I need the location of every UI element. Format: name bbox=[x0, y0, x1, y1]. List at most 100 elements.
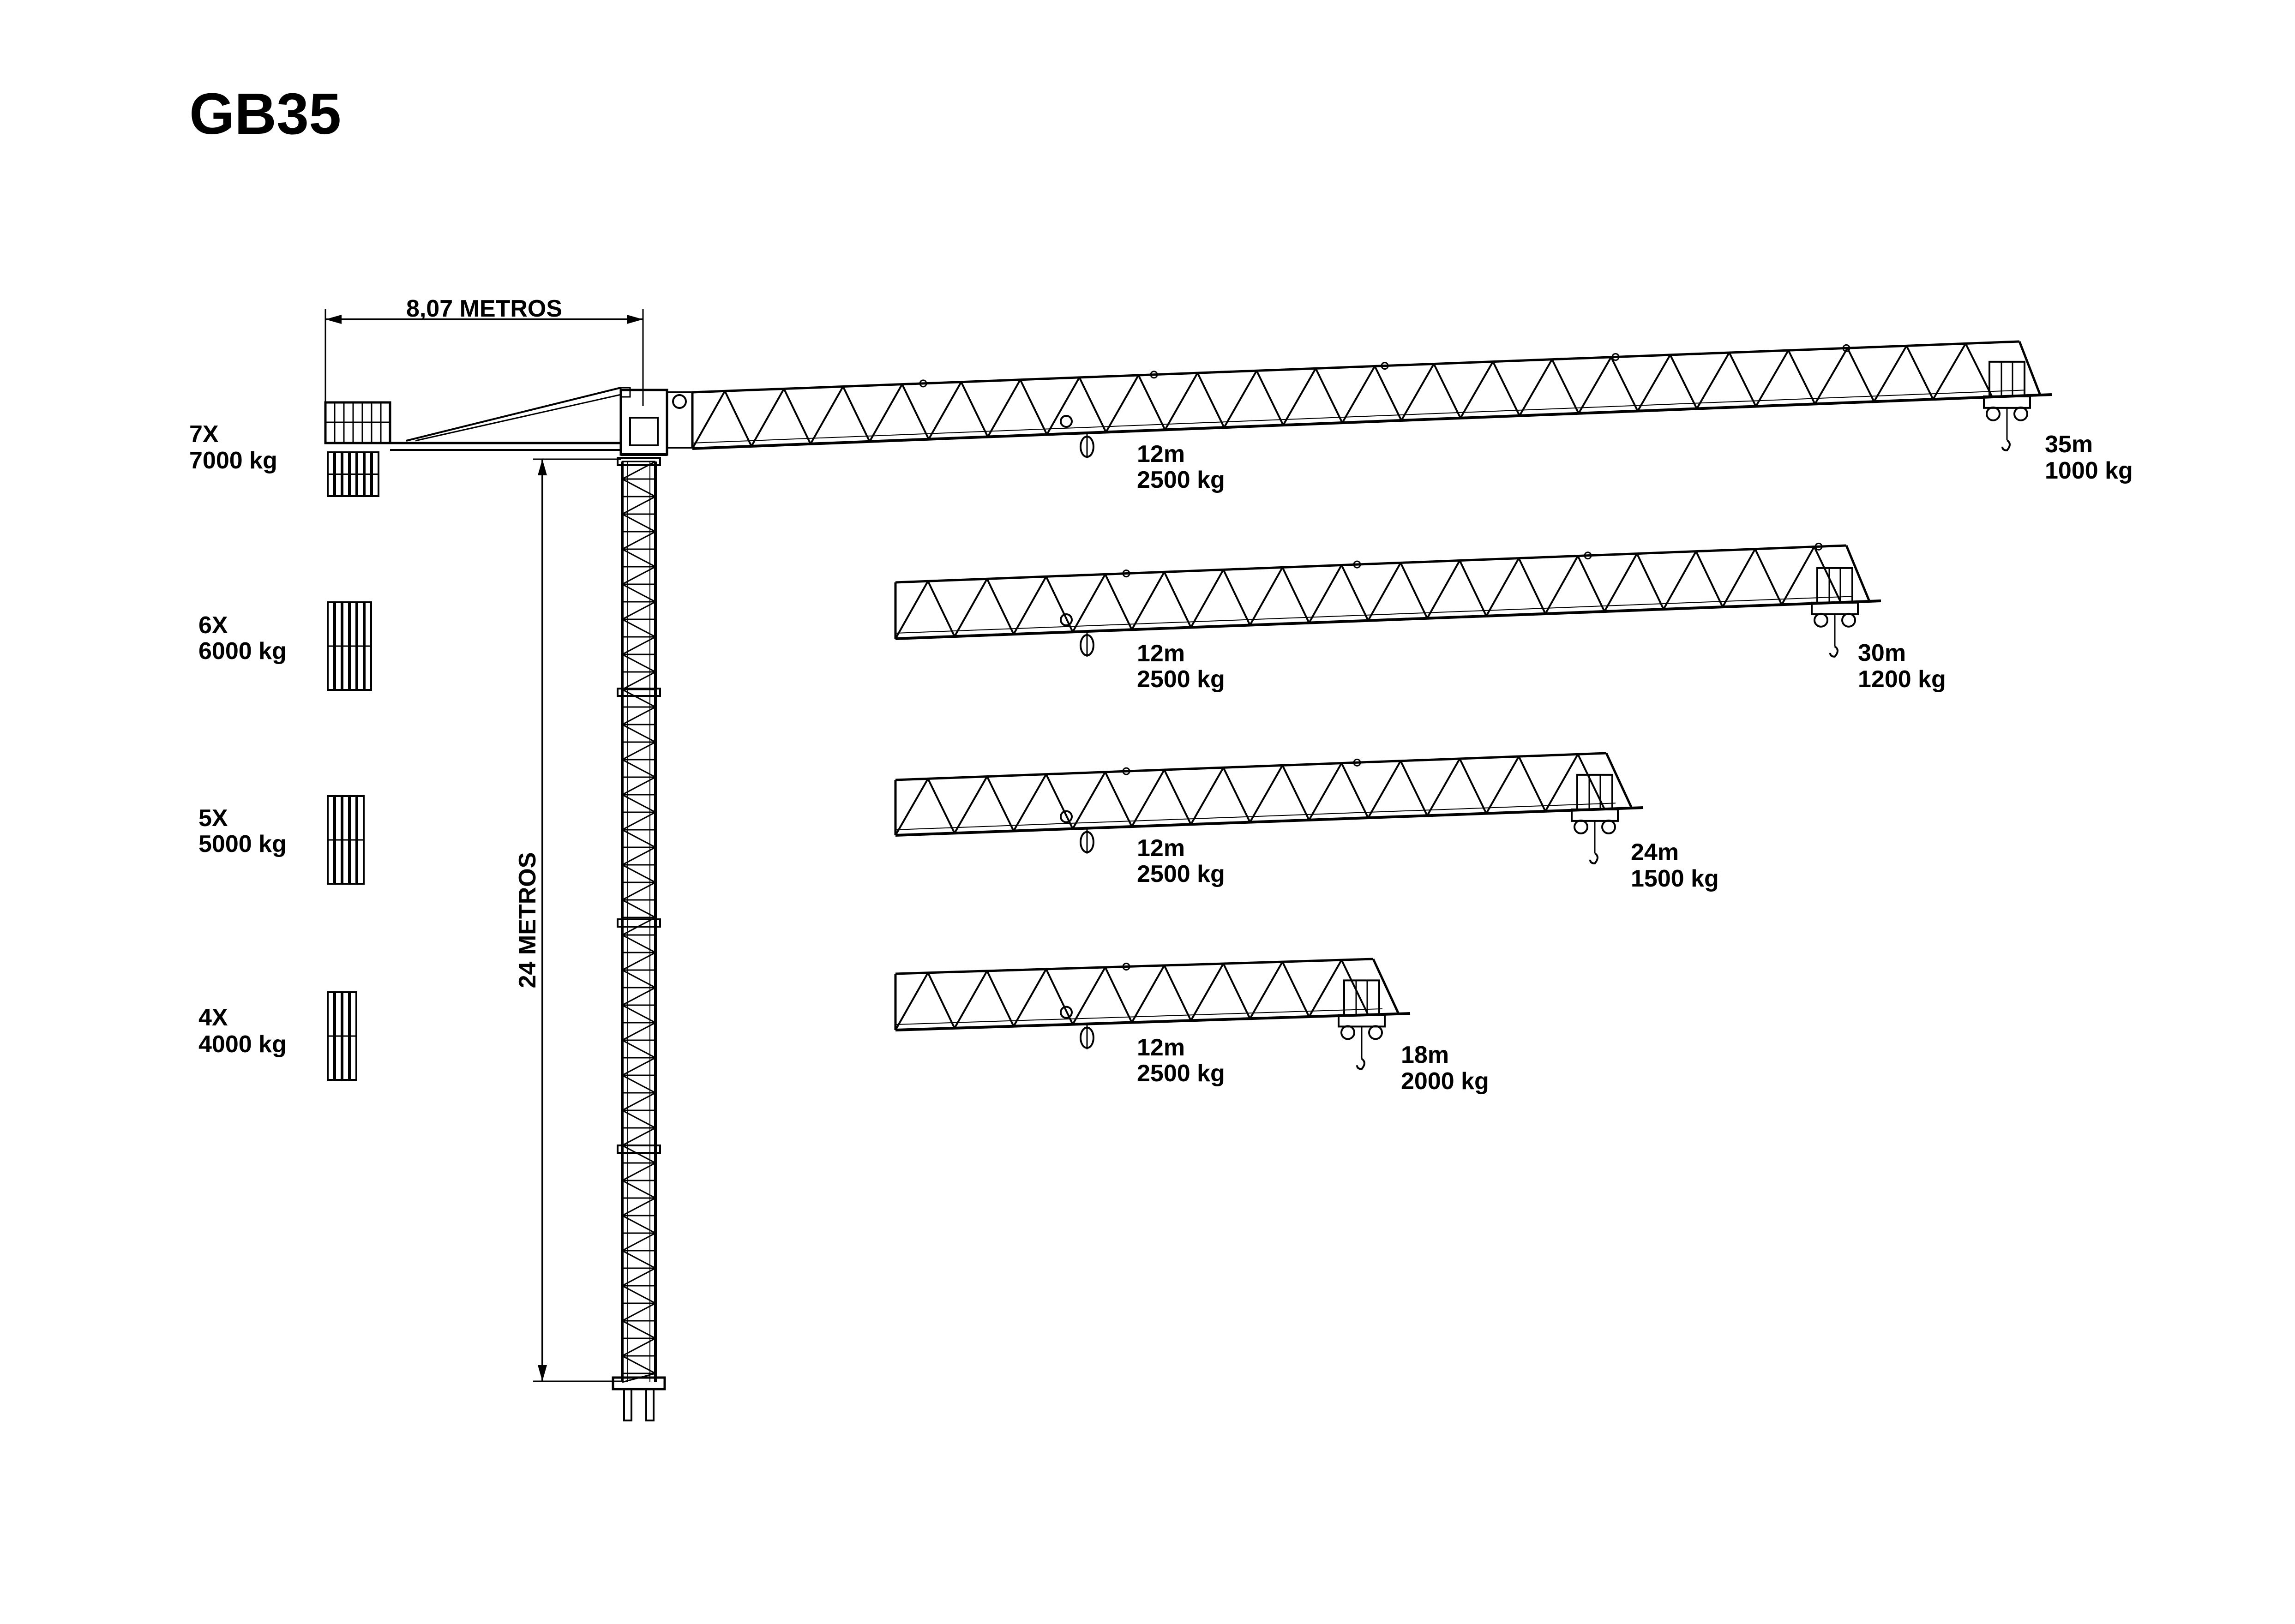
drawing-stroke bbox=[1163, 965, 1192, 1021]
mast-section-joint bbox=[617, 688, 661, 697]
jib-joint bbox=[1122, 569, 1130, 578]
drawing-stroke bbox=[622, 548, 656, 568]
counterweight-mass-label: 4000 kg bbox=[198, 1031, 287, 1058]
jib-tip-radius-label: 18m bbox=[1401, 1042, 1449, 1068]
drawing-stroke bbox=[842, 386, 871, 442]
drawing-stroke bbox=[1374, 366, 1402, 421]
drawing-stroke bbox=[1340, 762, 1369, 818]
drawing-stroke bbox=[1518, 557, 1546, 614]
jib-tip-radius-label: 30m bbox=[1858, 640, 1906, 666]
jib-tip-load-label: 1200 kg bbox=[1858, 666, 1946, 693]
mast-section-joint bbox=[617, 1145, 661, 1154]
drawing-stroke bbox=[622, 1127, 656, 1146]
drawing-stroke bbox=[1932, 343, 1967, 400]
drawing-stroke bbox=[1013, 773, 1047, 832]
drawing-stroke bbox=[622, 1057, 656, 1076]
drawing-stroke bbox=[1341, 366, 1376, 424]
drawing-stroke bbox=[691, 390, 726, 449]
mast-leg bbox=[645, 1388, 655, 1421]
drawing-stroke bbox=[622, 496, 656, 515]
drawing-stroke bbox=[622, 1074, 656, 1094]
counterweight-stack-6 bbox=[327, 601, 372, 691]
drawing-stroke bbox=[622, 969, 656, 989]
drawing-stroke bbox=[1072, 771, 1106, 829]
drawing-stroke bbox=[1813, 546, 1842, 603]
drawing-stroke bbox=[895, 806, 1644, 837]
counterweight-mass-label: 7000 kg bbox=[189, 447, 277, 474]
mast-section-joint bbox=[617, 918, 661, 928]
trolley-wheel bbox=[2013, 406, 2028, 421]
drawing-stroke bbox=[1105, 375, 1140, 433]
drawing-stroke bbox=[895, 544, 1847, 584]
drawing-stroke bbox=[622, 1355, 656, 1374]
drawing-stroke bbox=[1663, 551, 1697, 610]
drawing-stroke bbox=[927, 972, 955, 1029]
drawing-stroke bbox=[622, 952, 656, 971]
drawing-stroke bbox=[1281, 961, 1310, 1017]
jib-pulley bbox=[1060, 810, 1073, 823]
drawing-stroke bbox=[751, 388, 785, 447]
drawing-stroke bbox=[1223, 370, 1258, 428]
jib-inner-load-label: 2500 kg bbox=[1137, 467, 1225, 493]
drawing-stroke bbox=[622, 899, 656, 918]
jib-tip-load-label: 2000 kg bbox=[1401, 1068, 1489, 1095]
drawing-stroke bbox=[2018, 341, 2042, 396]
drawing-stroke bbox=[1400, 760, 1428, 816]
jib-inner-radius-label: 12m bbox=[1137, 640, 1185, 667]
drawing-stroke bbox=[622, 531, 656, 550]
drawing-stroke bbox=[1315, 368, 1343, 423]
drawing-stroke bbox=[1669, 354, 1698, 409]
drawing-stroke bbox=[1695, 551, 1724, 608]
drawing-stroke bbox=[622, 881, 656, 901]
drawing-stroke bbox=[1072, 574, 1106, 633]
drawing-stroke bbox=[1137, 375, 1166, 431]
drawing-stroke bbox=[927, 778, 955, 834]
drawing-stroke bbox=[1519, 359, 1553, 416]
drawing-stroke bbox=[1013, 968, 1047, 1027]
drawing-stroke bbox=[622, 1267, 656, 1287]
drawing-stroke bbox=[987, 379, 1021, 437]
drawing-stroke bbox=[1610, 356, 1639, 412]
drawing-stroke bbox=[1459, 560, 1487, 617]
jib-inner-radius-label: 12m bbox=[1137, 441, 1185, 467]
drawing-stroke bbox=[1426, 758, 1461, 816]
hook-block bbox=[1080, 1026, 1094, 1049]
drawing-stroke bbox=[986, 776, 1015, 832]
counterweight-stack-4 bbox=[327, 991, 357, 1081]
drawing-stroke bbox=[622, 811, 656, 831]
load-hook bbox=[1356, 1058, 1365, 1070]
drawing-stroke bbox=[1019, 379, 1048, 435]
drawing-stroke bbox=[783, 388, 811, 444]
drawing-stroke bbox=[622, 1215, 656, 1234]
counterweight-stack-5 bbox=[327, 795, 365, 885]
jib-configuration-18m bbox=[894, 958, 1411, 1070]
drawing-stroke bbox=[1308, 564, 1343, 623]
drawing-stroke bbox=[1787, 350, 1816, 405]
drawing-stroke bbox=[1281, 765, 1310, 821]
trolley-wheel bbox=[1841, 612, 1856, 628]
drawing-stroke bbox=[1905, 345, 1934, 400]
counterweight-count-label: 4X bbox=[198, 1004, 228, 1031]
drawing-stroke bbox=[1072, 966, 1106, 1025]
drawing-stroke bbox=[1722, 548, 1756, 608]
drawing-stroke bbox=[895, 599, 1881, 640]
counterweight-mass-label: 5000 kg bbox=[198, 831, 287, 857]
jib-pulley bbox=[1060, 415, 1073, 428]
drawing-stroke bbox=[622, 1004, 656, 1024]
jib-tip-load-label: 1000 kg bbox=[2045, 457, 2133, 484]
counter-jib-ballast bbox=[324, 401, 391, 444]
slewing-head bbox=[619, 389, 693, 456]
jib-configuration-35m bbox=[691, 340, 2052, 459]
drawing-stroke bbox=[1196, 372, 1225, 428]
drawing-stroke bbox=[622, 566, 656, 585]
jib-configuration-30m bbox=[894, 542, 1881, 658]
drawing-stroke bbox=[1400, 562, 1428, 619]
trolley-wheel bbox=[1814, 612, 1828, 628]
jib-joint bbox=[1381, 362, 1389, 370]
drawing-stroke bbox=[622, 1337, 656, 1357]
diagram-title: GB35 bbox=[189, 81, 341, 146]
jib-inner-load-label: 2500 kg bbox=[1137, 666, 1225, 693]
drawing-stroke bbox=[1636, 553, 1664, 610]
drawing-stroke bbox=[1013, 576, 1047, 635]
